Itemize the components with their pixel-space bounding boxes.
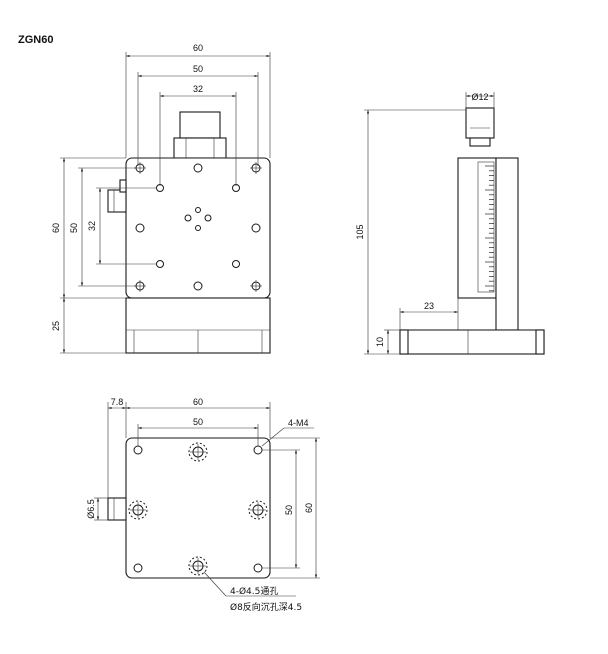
bottom-label-threads: 4-M4	[288, 418, 309, 428]
bottom-view: 7.8 60 50 4-M4 50 60 Ø6.5 4-Ø4.5通孔 Ø	[86, 397, 320, 613]
top-coupling	[179, 111, 221, 139]
bottom-label-holes-line1: 4-Ø4.5通孔	[230, 586, 278, 597]
side-dim-height: 105	[355, 224, 365, 239]
side-dim-offset: 23	[424, 301, 434, 311]
top-dim-height-inner: 32	[87, 221, 97, 231]
top-view: 60 50 32 60 50 32 25	[51, 43, 271, 354]
bottom-dim-width-mid: 50	[193, 417, 203, 427]
top-side-knob	[107, 189, 127, 213]
bottom-counterbore-holes	[128, 442, 268, 576]
bottom-side-knob	[107, 497, 127, 521]
side-scale	[477, 161, 495, 293]
side-column	[457, 157, 497, 299]
top-dim-base: 25	[51, 321, 61, 331]
top-dim-height-mid: 50	[69, 223, 79, 233]
side-scale-ticks	[485, 165, 494, 292]
bottom-dim-offset: 7.8	[111, 397, 124, 407]
side-knob	[465, 107, 495, 139]
top-dim-height-outer: 60	[51, 223, 61, 233]
bottom-dim-height-outer: 60	[304, 503, 314, 513]
bottom-dim-height-mid: 50	[284, 505, 294, 515]
bottom-dim-shaft: Ø6.5	[86, 499, 96, 519]
top-plate	[125, 157, 271, 299]
top-dim-width-mid: 50	[193, 64, 203, 74]
top-dim-width-outer: 60	[193, 43, 203, 53]
bottom-dim-width-outer: 60	[193, 397, 203, 407]
side-dim-base: 10	[375, 337, 385, 347]
side-base	[399, 329, 545, 355]
model-title: ZGN60	[18, 34, 53, 46]
side-view: Ø12 105 23 10	[355, 92, 545, 355]
top-dim-width-inner: 32	[193, 84, 203, 94]
side-dim-knob-dia: Ø12	[471, 92, 488, 102]
top-coupling-collar	[173, 137, 227, 159]
bottom-label-holes-line2: Ø8反向沉孔深4.5	[230, 601, 302, 613]
